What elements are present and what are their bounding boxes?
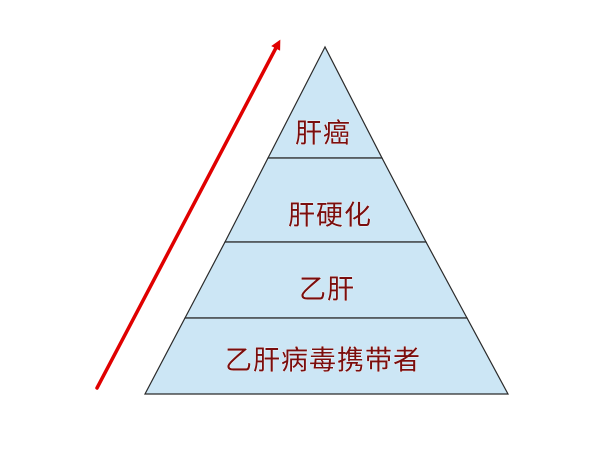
label-hbv-carrier: 乙肝病毒携带者 xyxy=(225,346,421,377)
progression-arrow xyxy=(95,39,281,390)
pyramid-tier-base xyxy=(144,317,510,395)
label-liver-cancer: 肝癌 xyxy=(295,119,351,150)
label-cirrhosis: 肝硬化 xyxy=(288,201,372,232)
label-hepatitis-b: 乙肝 xyxy=(299,275,355,306)
